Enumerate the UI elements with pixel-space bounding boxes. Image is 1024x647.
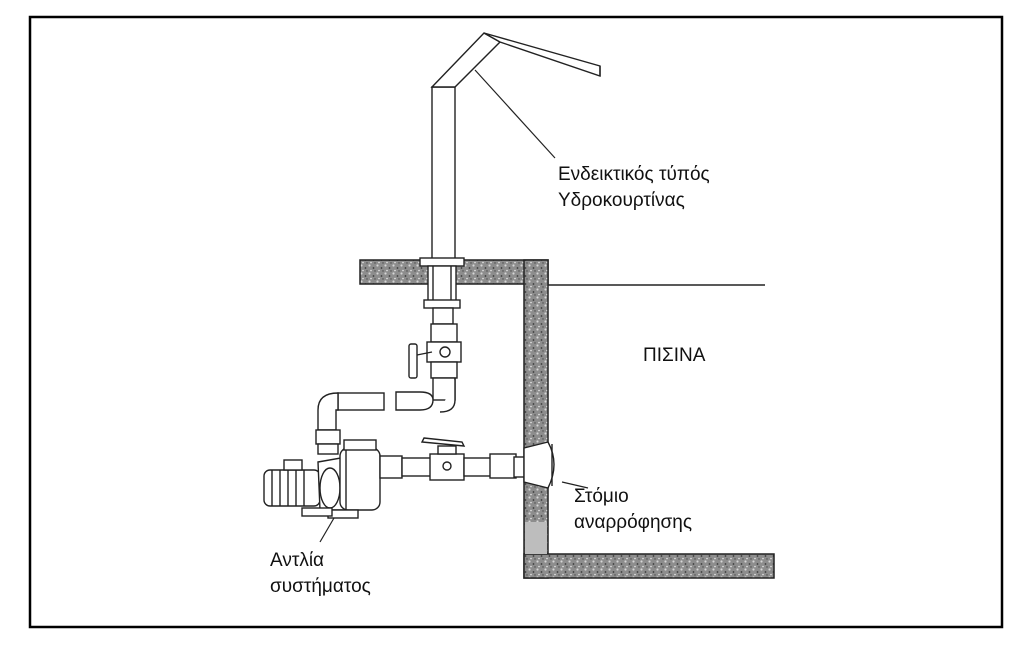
vertical-pipe-valve (395, 323, 462, 413)
suction-outlet-label: Στόμιο αναρρόφησης (574, 484, 692, 536)
pool-structure (359, 259, 775, 579)
pool-label: ΠΙΣΙΝΑ (643, 345, 706, 366)
pump-label-line2: συστήματος (270, 576, 371, 597)
water-curtain-label: Ενδεικτικός τύπός Υδροκουρτίνας (558, 162, 710, 214)
water-curtain-label-line1: Ενδεικτικός τύπός (558, 164, 710, 185)
pump-label: Αντλία συστήματος (270, 548, 371, 600)
system-pump (263, 439, 403, 519)
suction-outlet-label-line1: Στόμιο (574, 486, 629, 507)
return-pipe (315, 392, 385, 455)
water-curtain-unit (419, 32, 601, 325)
suction-fitting (523, 441, 555, 489)
suction-outlet-label-line2: αναρρόφησης (574, 512, 692, 533)
pool-floor (523, 553, 775, 579)
water-curtain-label-line2: Υδροκουρτίνας (558, 190, 685, 211)
pool-wall-patch (525, 522, 547, 554)
leader-lines (319, 69, 589, 543)
suction-pipe-valve (401, 437, 525, 481)
pump-label-line1: Αντλία (270, 550, 325, 571)
diagram-frame (28, 15, 1004, 629)
